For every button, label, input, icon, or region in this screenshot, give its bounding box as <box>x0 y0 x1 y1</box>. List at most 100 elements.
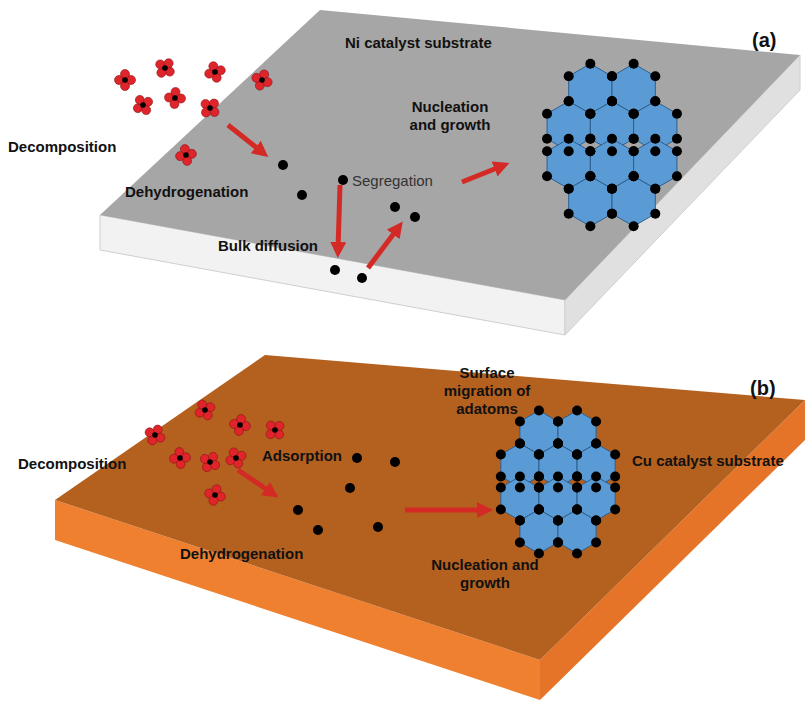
carbon-atom <box>515 483 525 493</box>
process-arrow <box>462 166 502 182</box>
carbon-atom <box>607 184 617 194</box>
carbon-atom <box>607 184 617 194</box>
carbon-atom <box>553 516 563 526</box>
hexagon <box>569 176 612 226</box>
carbon-atom <box>591 516 601 526</box>
carbon-atom <box>650 146 660 156</box>
carbon-atom <box>572 505 582 515</box>
carbon-atom <box>564 184 574 194</box>
molecule <box>170 448 191 469</box>
molecule <box>230 415 251 436</box>
carbon-atom <box>672 109 682 119</box>
hexagon <box>590 101 633 151</box>
molecule <box>145 425 165 445</box>
carbon-adatom <box>410 212 420 222</box>
carbon-atom <box>534 505 544 515</box>
carbon-atom <box>542 109 552 119</box>
carbon-atom <box>534 505 544 515</box>
carbon-atom <box>591 538 601 548</box>
process-label: Surface migration of adatoms <box>428 364 546 418</box>
process-label: Decomposition <box>18 455 126 473</box>
carbon-atom <box>515 417 525 427</box>
carbon-atom <box>607 96 617 106</box>
carbon-atom <box>553 538 563 548</box>
process-label: Segregation <box>352 172 433 190</box>
carbon-atom <box>553 439 563 449</box>
hexagon <box>577 444 615 488</box>
process-label: Adsorption <box>262 447 342 465</box>
carbon-atom <box>564 134 574 144</box>
carbon-atom <box>553 417 563 427</box>
carbon-atom <box>553 516 563 526</box>
molecule <box>266 421 284 439</box>
carbon-atom <box>629 171 639 181</box>
molecule <box>133 95 152 114</box>
molecule <box>176 145 197 166</box>
molecule <box>195 400 215 420</box>
carbon-atom <box>572 450 582 460</box>
carbon-adatom <box>330 265 340 275</box>
carbon-atom <box>572 483 582 493</box>
carbon-atom <box>564 209 574 219</box>
carbon-atom <box>629 221 639 231</box>
carbon-atom <box>553 483 563 493</box>
carbon-adatom <box>293 505 303 515</box>
process-arrow <box>228 125 262 152</box>
carbon-adatom <box>338 175 348 185</box>
carbon-atom <box>515 516 525 526</box>
molecule <box>205 62 226 83</box>
carbon-adatom <box>390 202 400 212</box>
carbon-atom <box>553 417 563 427</box>
carbon-atom <box>534 472 544 482</box>
carbon-atom <box>515 439 525 449</box>
carbon-atom <box>672 146 682 156</box>
carbon-atom <box>607 71 617 81</box>
carbon-atom <box>629 146 639 156</box>
carbon-atom <box>585 109 595 119</box>
carbon-atom <box>553 439 563 449</box>
carbon-atom <box>553 472 563 482</box>
molecule <box>252 70 272 90</box>
carbon-adatom <box>313 525 323 535</box>
carbon-atom <box>610 483 620 493</box>
carbon-atom <box>534 472 544 482</box>
carbon-atom <box>496 505 506 515</box>
process-label: Nucleation and growth <box>430 556 540 592</box>
graphene-patch <box>496 406 620 559</box>
carbon-atom <box>553 538 563 548</box>
carbon-atom <box>607 184 617 194</box>
process-arrow <box>338 185 340 250</box>
carbon-atom <box>607 96 617 106</box>
carbon-atom <box>607 146 617 156</box>
process-arrow <box>238 470 272 493</box>
carbon-atom <box>564 71 574 81</box>
carbon-atom <box>572 472 582 482</box>
carbon-atom <box>629 59 639 69</box>
carbon-adatom <box>357 273 367 283</box>
carbon-atom <box>534 483 544 493</box>
carbon-atom <box>585 171 595 181</box>
hexagon <box>634 101 677 151</box>
carbon-atom <box>553 439 563 449</box>
carbon-adatom <box>278 160 288 170</box>
carbon-atom <box>672 171 682 181</box>
carbon-atom <box>572 483 582 493</box>
carbon-atom <box>607 71 617 81</box>
carbon-atom <box>564 146 574 156</box>
carbon-atom <box>591 483 601 493</box>
carbon-atom <box>496 472 506 482</box>
carbon-adatom <box>373 522 383 532</box>
carbon-atom <box>572 505 582 515</box>
cu-substrate <box>55 355 805 660</box>
carbon-atom <box>629 134 639 144</box>
process-arrow <box>405 508 485 513</box>
hexagon <box>547 101 590 151</box>
carbon-atom <box>585 146 595 156</box>
carbon-atom <box>585 134 595 144</box>
process-arrow <box>368 228 398 268</box>
carbon-atom <box>534 450 544 460</box>
carbon-atom <box>650 71 660 81</box>
carbon-atom <box>572 505 582 515</box>
carbon-atom <box>650 184 660 194</box>
carbon-atom <box>572 472 582 482</box>
